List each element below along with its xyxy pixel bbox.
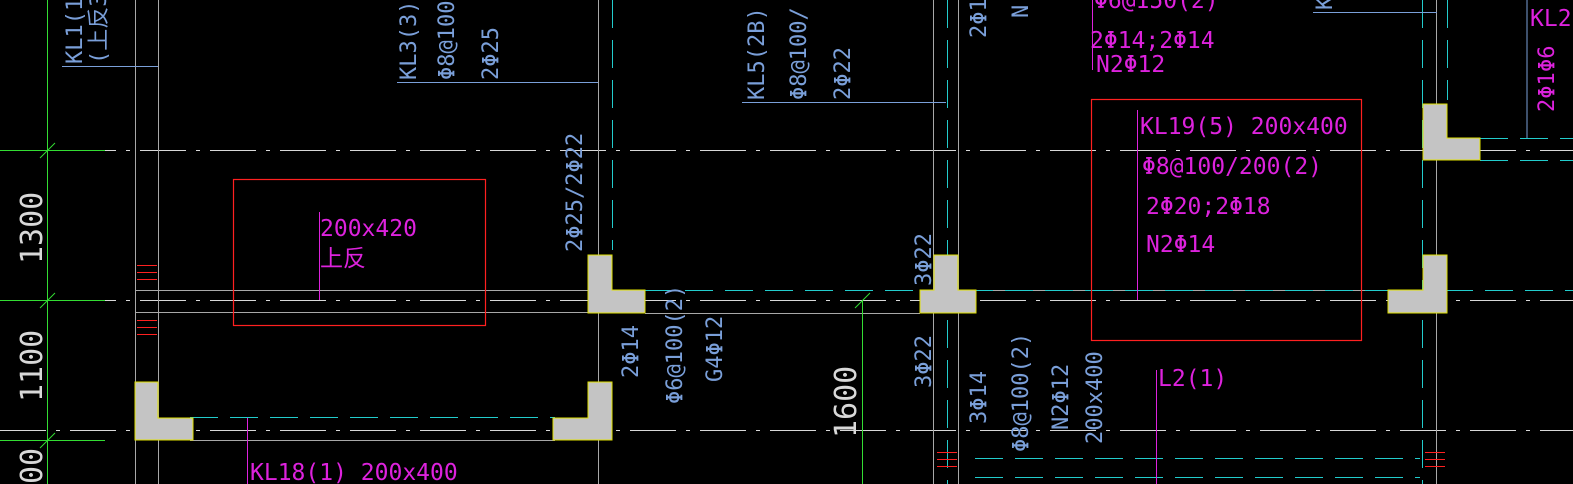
label-v-2phi14: 2Φ14 xyxy=(619,325,644,378)
magenta-leaders xyxy=(247,0,1157,484)
label-vert-2phi25: 2Φ25/2Φ22 xyxy=(563,133,588,252)
column-L-e xyxy=(1422,103,1481,161)
label-kl18: KL18(1) 200x400 xyxy=(250,460,458,484)
label-b200x420: 200x420 xyxy=(320,216,417,242)
label-kl5-name: KL5(2B) 2 xyxy=(745,0,770,100)
column-T-f xyxy=(1387,254,1448,314)
label-b-up: 上反 xyxy=(320,246,366,272)
label-kl3-stirrup: Φ8@100 xyxy=(435,1,460,80)
revision-box-left[interactable] xyxy=(232,178,487,327)
dim-00: 00 xyxy=(15,448,50,484)
column-L-c xyxy=(134,381,194,441)
label-kl19-stirrup: Φ8@100/200(2) xyxy=(1142,154,1322,180)
label-right-2phi1: 2Φ1 xyxy=(1535,72,1560,112)
leader-lines xyxy=(62,0,1528,138)
column-L-d xyxy=(552,381,613,441)
column-T-b xyxy=(919,254,977,314)
label-kl1-b: (上反300 xyxy=(87,0,112,64)
label-right-kl2: KL2 xyxy=(1530,6,1572,32)
label-l2: L2(1) xyxy=(1158,366,1227,392)
label-v-3phi14: 3Φ14 xyxy=(967,371,992,424)
axis-lines-horizontal xyxy=(0,150,1573,431)
label-kl3-bars: 2Φ25 xyxy=(479,27,504,80)
label-kl5-bars: 2Φ22 xyxy=(831,47,856,100)
hatch-marks xyxy=(137,265,1445,467)
label-kl3-name: KL3(3) xyxy=(397,1,422,80)
label-kl1-a: KL1(1A xyxy=(63,0,88,64)
revision-box-right[interactable] xyxy=(1090,98,1363,342)
label-vert-3phi22-a: 3Φ22 xyxy=(912,233,937,286)
dim-1100: 1100 xyxy=(15,330,50,402)
label-mag-top-cut: Φ6@150(2) xyxy=(1094,0,1219,14)
label-right-k: K xyxy=(1313,0,1338,10)
label-v-g4phi12: G4Φ12 xyxy=(703,316,728,382)
dimension-lines xyxy=(0,0,871,484)
label-vert-3phi22-b: 3Φ22 xyxy=(912,335,937,388)
label-mag-n2: N2Φ12 xyxy=(1096,52,1165,78)
label-v-phi8-100: Φ8@100(2) xyxy=(1009,333,1034,452)
label-right-phi6: Φ6 xyxy=(1535,46,1560,73)
label-v-phi6-100: Φ6@100(2) xyxy=(663,285,688,404)
label-top-n: N xyxy=(1009,5,1034,18)
label-kl5-stirrup: Φ8@100/ xyxy=(787,7,812,100)
label-kl19-name: KL19(5) 200x400 xyxy=(1140,114,1348,140)
label-kl19-n: N2Φ14 xyxy=(1146,232,1215,258)
dim-1300: 1300 xyxy=(15,192,50,264)
columns xyxy=(134,103,1481,441)
column-L-a xyxy=(587,254,646,314)
label-v-n2phi12: N2Φ12 xyxy=(1049,364,1074,430)
label-mag-bars: 2Φ14;2Φ14 xyxy=(1090,28,1215,54)
dim-1600: 1600 xyxy=(829,366,864,438)
label-top-2phi1: 2Φ1 xyxy=(967,0,992,38)
label-v-200x400: 200x400 xyxy=(1083,351,1108,444)
label-kl19-bars: 2Φ20;2Φ18 xyxy=(1146,194,1271,220)
beam-edge-lines xyxy=(135,0,1437,484)
